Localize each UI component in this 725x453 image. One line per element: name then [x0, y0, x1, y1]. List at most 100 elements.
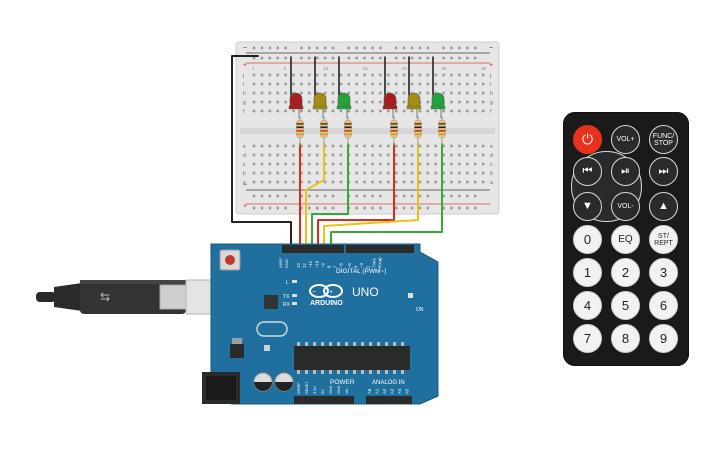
- power-pin-label: Vin: [345, 389, 349, 394]
- row-letter: i: [490, 82, 491, 88]
- row-letter: d: [243, 153, 246, 159]
- voltage-regulator: [230, 344, 244, 358]
- led[interactable]: [337, 92, 351, 109]
- resistor[interactable]: [438, 119, 446, 139]
- resistor[interactable]: [390, 119, 398, 139]
- usb-icon: ⇆: [100, 290, 110, 304]
- power-header[interactable]: [294, 396, 354, 404]
- led[interactable]: [313, 92, 327, 109]
- rail-minus-label: −: [243, 45, 247, 52]
- up-arrow-icon: ▲: [658, 200, 669, 212]
- led[interactable]: [289, 92, 303, 109]
- play-pause-button[interactable]: ⏯: [611, 157, 640, 186]
- row-letter: g: [243, 100, 246, 106]
- button-2[interactable]: 2: [611, 258, 640, 287]
- analog-pin-label: A3: [390, 388, 395, 394]
- eq-button[interactable]: EQ: [611, 225, 640, 254]
- led[interactable]: [431, 92, 445, 109]
- digital-pin-label: 4: [353, 265, 358, 268]
- column-number: 10: [323, 66, 329, 71]
- row-letter: b: [243, 171, 246, 177]
- digital-pin-label: ~11: [308, 260, 313, 268]
- button-1[interactable]: 1: [573, 258, 602, 287]
- wire-green-2[interactable]: [330, 143, 443, 251]
- aref-label: AREF: [278, 257, 283, 268]
- wires[interactable]: [231, 55, 443, 251]
- resistor[interactable]: [344, 119, 352, 139]
- button-0[interactable]: 0: [573, 225, 602, 254]
- digital-pin-label: RX◂0: [378, 257, 383, 268]
- atmega-chip: [294, 346, 410, 370]
- row-letter: f: [490, 109, 492, 115]
- usb-cable[interactable]: ⇆: [36, 279, 241, 315]
- row-letter: j: [242, 73, 244, 79]
- row-letter: c: [243, 162, 246, 168]
- power-pin-label: IOREF: [297, 382, 301, 394]
- digital-pin-label: ~10: [314, 260, 319, 268]
- row-letter: f: [243, 109, 245, 115]
- digital-pin-label: ~5: [347, 262, 352, 268]
- center-channel: [240, 128, 495, 134]
- prev-icon: ⏮: [582, 165, 593, 177]
- digital-header-left[interactable]: [282, 245, 344, 253]
- ground-wire[interactable]: [231, 55, 292, 251]
- reset-button-cap[interactable]: [225, 255, 235, 265]
- row-letter: a: [243, 180, 246, 186]
- power-button[interactable]: ⏻: [573, 125, 602, 154]
- arduino-logo: − +: [309, 284, 343, 298]
- resistor[interactable]: [320, 119, 328, 139]
- vol-down-button[interactable]: VOL-: [611, 192, 640, 221]
- breadboard-holes: [252, 46, 485, 210]
- led-group: [288, 92, 446, 118]
- brand-label: ARDUINO: [310, 300, 343, 307]
- svg-text:+: +: [329, 289, 333, 296]
- power-pin-label: 3.3V: [313, 386, 317, 394]
- row-letter: e: [490, 144, 493, 150]
- digital-pin-label: TX▸1: [371, 257, 376, 268]
- resistor[interactable]: [296, 119, 304, 139]
- digital-pin-label: 7: [333, 265, 338, 268]
- button-6[interactable]: 6: [649, 291, 678, 320]
- button-4[interactable]: 4: [573, 291, 602, 320]
- digital-pin-label: 12: [302, 263, 307, 268]
- column-number: 20: [402, 66, 408, 71]
- func-stop-button[interactable]: FUNC/ STOP: [649, 125, 678, 154]
- wire-yellow-1[interactable]: [305, 143, 325, 251]
- wire-red-2[interactable]: [317, 143, 395, 251]
- analog-pin-label: A4: [397, 388, 402, 394]
- next-button[interactable]: ⏭: [649, 157, 678, 186]
- st-rept-button[interactable]: ST/ REPT: [649, 225, 678, 254]
- down-button[interactable]: ▼: [573, 192, 602, 221]
- prev-button[interactable]: ⏮: [573, 157, 602, 186]
- resistor[interactable]: [414, 119, 422, 139]
- up-button[interactable]: ▲: [649, 192, 678, 221]
- power-pin-label: GND: [329, 385, 333, 394]
- rail-minus-label-right: −: [489, 45, 493, 52]
- digital-header-right[interactable]: [346, 245, 414, 253]
- power-pin-label: 5V: [321, 389, 325, 394]
- button-5[interactable]: 5: [611, 291, 640, 320]
- rail-plus-label-right: +: [489, 62, 493, 69]
- led-rx-label: RX: [283, 302, 291, 308]
- led[interactable]: [407, 92, 421, 109]
- button-3[interactable]: 3: [649, 258, 678, 287]
- button-7[interactable]: 7: [573, 324, 602, 353]
- vol-up-button[interactable]: VOL+: [611, 125, 640, 154]
- led[interactable]: [383, 92, 397, 109]
- down-arrow-icon: ▼: [582, 200, 593, 212]
- row-letter: e: [243, 144, 246, 150]
- led-tx-label: TX: [283, 294, 290, 300]
- ir-remote[interactable]: ⏻ VOL+ FUNC/ STOP ⏮ ⏯ ⏭ ▼ VOL- ▲ 0 EQ ST…: [563, 112, 689, 366]
- wire-green-1[interactable]: [311, 143, 349, 251]
- wire-yellow-2[interactable]: [323, 143, 419, 251]
- button-8[interactable]: 8: [611, 324, 640, 353]
- play-pause-icon: ⏯: [621, 165, 630, 177]
- digital-pin-label: 2: [365, 265, 370, 268]
- analog-header[interactable]: [366, 396, 412, 404]
- button-9[interactable]: 9: [649, 324, 678, 353]
